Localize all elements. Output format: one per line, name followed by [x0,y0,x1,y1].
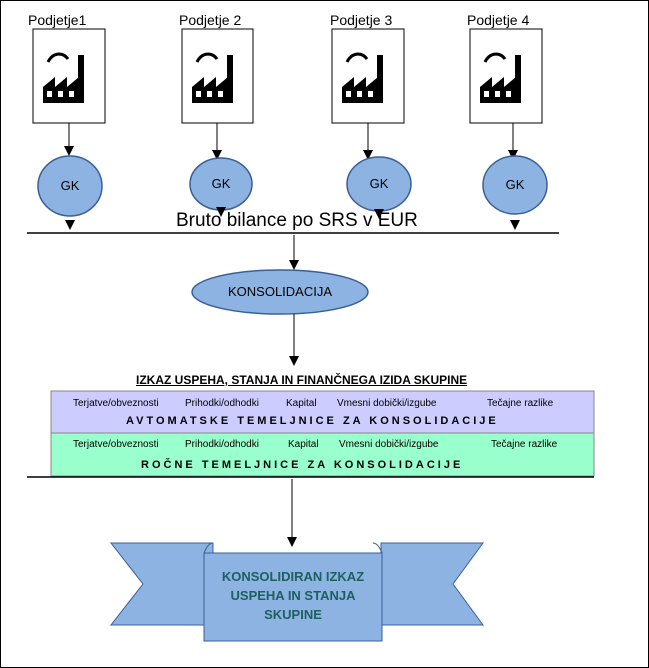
gk-label-2: GK [211,176,231,191]
manual-item-fx-differences: Tečajne razlike [491,439,558,450]
group-statement-heading: IZKAZ USPEHA, STANJA IN FINANČNEGA IZIDA… [136,373,468,387]
factory-icon [342,52,383,103]
manual-item-capital: Kapital [288,439,319,450]
manual-entries-band [50,432,595,477]
bruto-balances-label: Bruto bilance po SRS v EUR [176,210,418,231]
arrow-gk-2-down [216,207,226,217]
gk-node-1 [37,155,103,217]
company-3-box [331,28,405,124]
company-2-label: Podjetje 2 [179,12,242,28]
automatic-entries-title: AVTOMATSKE TEMELJNICE ZA KONSOLIDACIJE [126,415,499,427]
consolidated-statement-label: KONSOLIDIRAN IZKAZ USPEHA IN STANJA SKUP… [221,569,365,622]
arrow-gk-1-down [65,220,75,230]
company-4-box [469,28,543,124]
auto-item-interim-profits: Vmesni dobički/izgube [337,398,437,409]
arrow-gk-3-down [374,209,384,219]
auto-item-capital: Kapital [286,398,317,409]
consolidation-node [191,269,369,315]
manual-item-interim-profits: Vmesni dobički/izgube [339,439,439,450]
company-1-box [32,28,106,124]
gk-label-4: GK [505,177,525,192]
factory-icon [43,52,84,103]
result-ribbon [109,542,484,642]
company-4-label: Podjetje 4 [467,12,530,28]
company-2-box [181,28,254,124]
auto-item-revenues: Prihodki/odhodki [185,398,259,409]
automatic-entries-band [50,390,595,434]
manual-entries-title: ROČNE TEMELJNICE ZA KONSOLIDACIJE [141,459,464,471]
manual-item-revenues: Prihodki/odhodki [185,439,259,450]
gk-node-4 [482,155,548,215]
company-1-label: Podjetje1 [28,12,87,28]
factory-icon [192,52,233,103]
factory-icon [480,52,521,103]
auto-item-fx-differences: Tečajne razlike [487,398,554,409]
auto-item-receivables: Terjatve/obveznosti [73,398,159,409]
company-3-label: Podjetje 3 [330,12,393,28]
manual-item-receivables: Terjatve/obveznosti [73,439,159,450]
gk-label-3: GK [369,176,389,191]
consolidation-label: KONSOLIDACIJA [227,284,333,299]
arrow-gk-4-down [510,220,520,230]
gk-label-1: GK [60,178,80,193]
